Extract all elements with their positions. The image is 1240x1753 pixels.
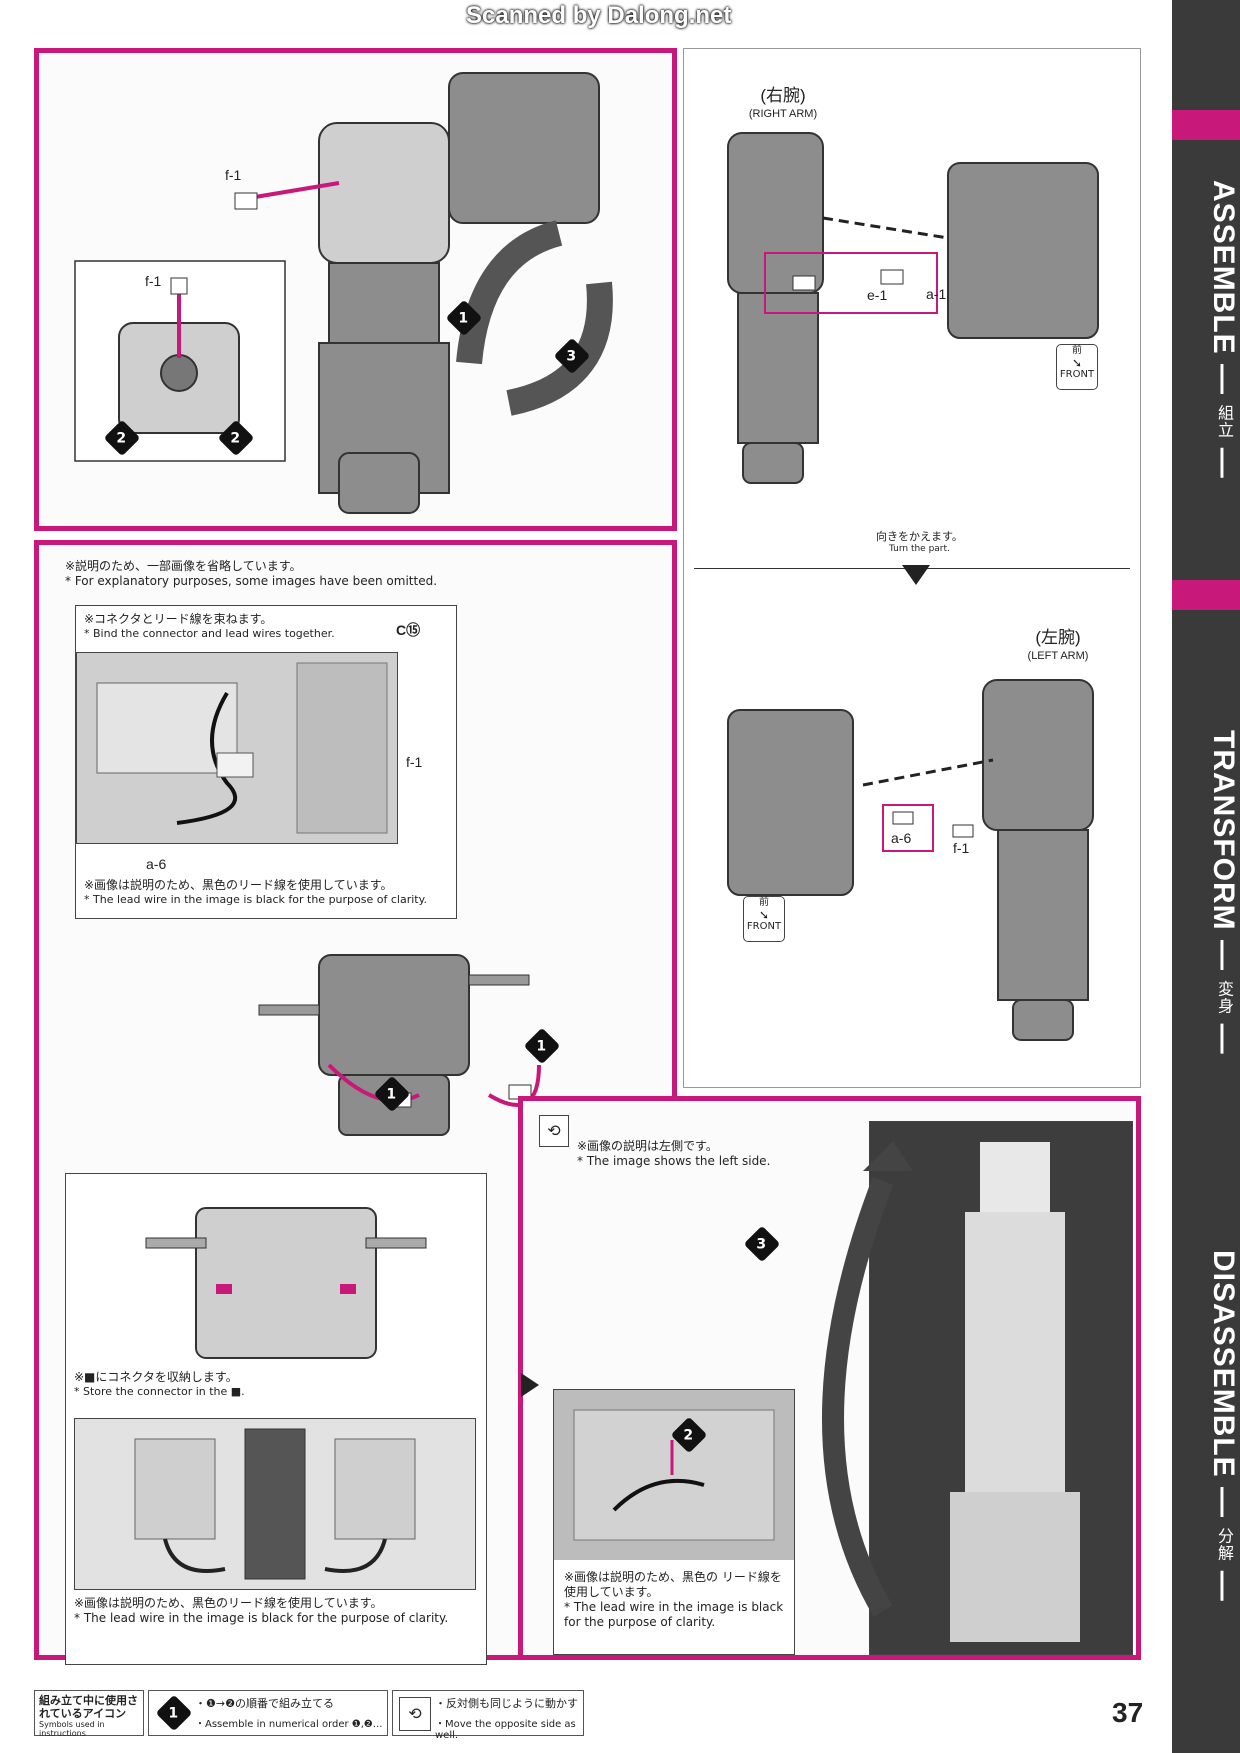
bind-photo xyxy=(76,652,398,844)
sidebar: ASSEMBLE — 組立 — TRANSFORM — 変身 — DISASSE… xyxy=(1172,0,1240,1753)
left-arm-illustration xyxy=(727,679,1094,1041)
step-one-icon: 1 xyxy=(155,1694,193,1732)
arm-illustration xyxy=(74,72,613,514)
order-ja: ・❶→❷の順番で組み立てる xyxy=(195,1697,334,1710)
turn-note: 向きをかえます。 Turn the part. xyxy=(876,530,963,554)
omit-note: ※説明のため、一部画像を省略しています。 * For explanatory p… xyxy=(65,559,438,588)
torso-front-illustration xyxy=(145,1207,427,1359)
footer-opposite-legend: ⟲ ・反対側も同じように動かす ・Move the opposite side … xyxy=(392,1690,584,1741)
label-f1-photo: f-1 xyxy=(406,754,423,770)
front-icon-right: 前 ➘ FRONT xyxy=(1056,344,1098,390)
opposite-ja: ・反対側も同じように動かす xyxy=(435,1697,578,1710)
wire-photo-box: 2 ※画像は説明のため、黒色の リード線を使用しています。 * The lead… xyxy=(553,1389,795,1655)
turn-arrow-icon xyxy=(902,565,930,585)
front-icon-left: 前 ➘ FRONT xyxy=(743,896,785,942)
page-number: 37 xyxy=(1112,1697,1144,1728)
opposite-side-icon: ⟲ xyxy=(539,1115,569,1147)
footer-icons-title: 組み立て中に使用されているアイコン Symbols used in instru… xyxy=(34,1690,144,1738)
front-arrow-icon: ➘ xyxy=(758,908,770,922)
panel-right-arm: (右腕) (RIGHT ARM) e-1 a-1 前 ➘ FRONT xyxy=(683,48,1141,538)
store-photo xyxy=(74,1418,476,1590)
sidebar-stripe xyxy=(1172,580,1240,610)
bind-note: ※コネクタとリード線を束ねます。 * Bind the connector an… xyxy=(84,612,335,640)
store-note: ※■にコネクタを収納します。 * Store the connector in … xyxy=(74,1370,245,1398)
label-e1: e-1 xyxy=(867,287,888,303)
front-arrow-icon: ➘ xyxy=(1071,356,1083,370)
shoulder-photo xyxy=(869,1121,1133,1655)
opposite-en: ・Move the opposite side as well. xyxy=(435,1719,576,1741)
rotate-arrow-icon xyxy=(822,1141,913,1617)
label-f1-left-arm: f-1 xyxy=(953,840,970,856)
label-a6-left-arm: a-6 xyxy=(891,830,912,846)
opposite-side-icon: ⟲ xyxy=(399,1697,431,1731)
panel-disassemble-shoulder: ⟲ ※画像の説明は左側です。 * The image shows the lef… xyxy=(518,1096,1141,1660)
sidebar-stripe xyxy=(1172,110,1240,140)
left-side-note: ※画像の説明は左側です。 * The image shows the left … xyxy=(577,1139,771,1168)
store-connector-box: ※■にコネクタを収納します。 * Store the connector in … xyxy=(65,1173,487,1665)
left-arm-title: (左腕) (LEFT ARM) xyxy=(1027,628,1089,662)
next-arrow-icon xyxy=(521,1373,539,1397)
label-a1: a-1 xyxy=(926,286,947,302)
wire-photo xyxy=(554,1390,794,1560)
label-f1-inset: f-1 xyxy=(145,273,162,289)
right-arm-title: (右腕) (RIGHT ARM) xyxy=(748,86,818,120)
label-c15: C⑮ xyxy=(396,622,421,638)
right-arm-illustration xyxy=(727,132,1099,484)
sidebar-section-transform: TRANSFORM — 変身 — xyxy=(1207,730,1240,1055)
black-wire-note-2: ※画像は説明のため、黒色のリード線を使用しています。 * The lead wi… xyxy=(74,1596,449,1625)
sidebar-section-disassemble: DISASSEMBLE — 分解 — xyxy=(1207,1250,1240,1602)
panel-step-elbow: f-1 f-1 1 2 2 3 xyxy=(34,48,677,531)
label-a6-photo: a-6 xyxy=(146,856,167,872)
black-wire-note-3: ※画像は説明のため、黒色の リード線を使用しています。 * The lead w… xyxy=(564,1570,784,1629)
label-f1-top: f-1 xyxy=(225,167,242,183)
bind-photo-box: ※コネクタとリード線を束ねます。 * Bind the connector an… xyxy=(75,605,457,919)
footer-order-legend: 1 ・❶→❷の順番で組み立てる ・Assemble in numerical o… xyxy=(148,1690,388,1736)
black-wire-note: ※画像は説明のため、黒色のリード線を使用しています。 * The lead wi… xyxy=(84,878,428,906)
order-en: ・Assemble in numerical order ❶,❷... xyxy=(195,1719,383,1730)
panel-left-arm: (左腕) (LEFT ARM) a-6 f-1 前 ➘ FRONT xyxy=(683,600,1141,1090)
sidebar-section-assemble: ASSEMBLE — 組立 — xyxy=(1207,180,1240,479)
watermark: Scanned by Dalong.net xyxy=(466,2,732,29)
